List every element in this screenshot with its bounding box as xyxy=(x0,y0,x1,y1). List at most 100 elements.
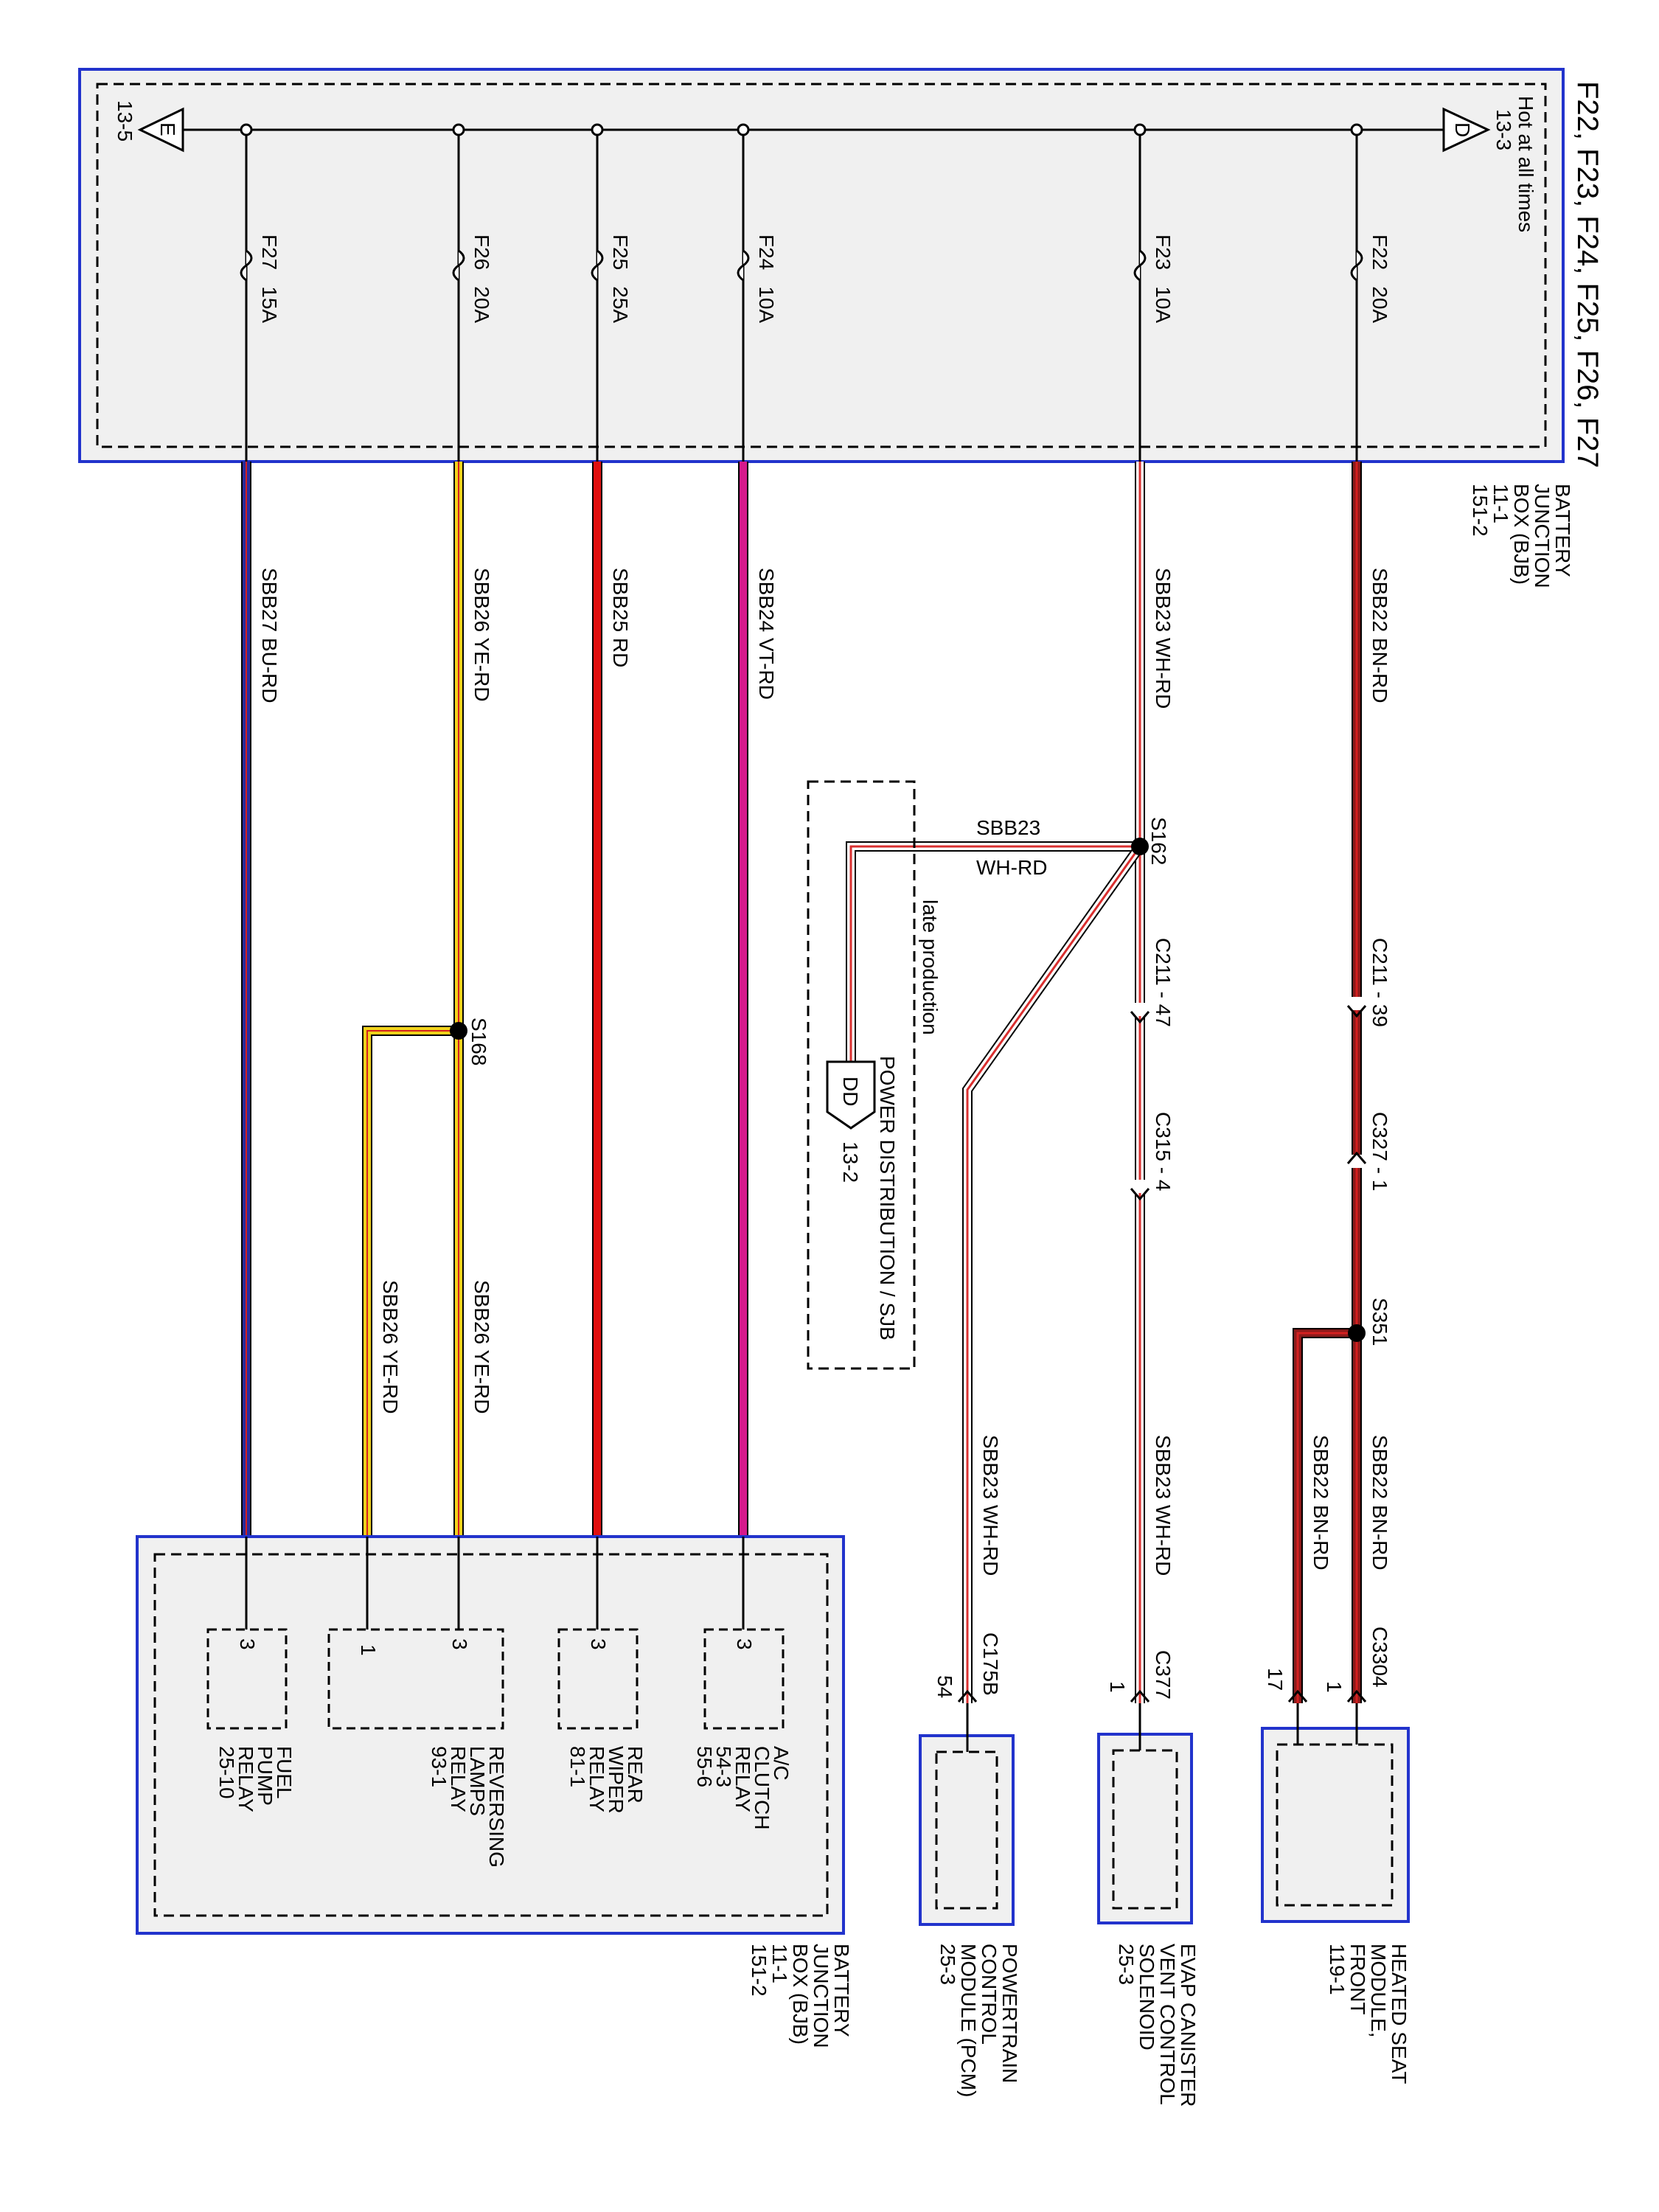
tri-e-label: E xyxy=(156,122,179,136)
relay-reversing-name: REVERSING LAMPS RELAY 93-1 xyxy=(428,1746,508,1868)
splice-s168: S168 xyxy=(467,1018,490,1065)
svg-text:RELAY: RELAY xyxy=(234,1746,257,1812)
wire-sbb23 xyxy=(846,462,1149,1703)
svg-text:HEATED SEAT: HEATED SEAT xyxy=(1388,1944,1411,2084)
svg-text:54-3: 54-3 xyxy=(712,1746,735,1787)
wire-label-sbb22-a: SBB22 BN-RD xyxy=(1368,1435,1391,1571)
bjb-bottom-name: BATTERY JUNCTION BOX (BJB) 11-1 151-2 xyxy=(748,1944,853,2048)
fuse-f23-label: F2310A xyxy=(1152,234,1175,323)
wire-label-sbb23-branch-code: SBB23 xyxy=(976,816,1040,839)
svg-text:REVERSING: REVERSING xyxy=(485,1746,508,1868)
fuse-columns xyxy=(240,123,1363,462)
connector-chevrons xyxy=(957,1005,1367,1703)
relay-fuel-pump-name: FUEL PUMP RELAY 25-10 xyxy=(215,1746,296,1812)
wire-label-sbb23-top: SBB23 WH-RD xyxy=(1152,568,1175,709)
wire-label-sbb26-top: SBB26 YE-RD xyxy=(470,568,493,702)
evap-solenoid-name: EVAP CANISTER VENT CONTROL SOLENOID 25-3 xyxy=(1115,1944,1200,2107)
svg-text:CLUTCH: CLUTCH xyxy=(751,1746,773,1830)
svg-text:LAMPS: LAMPS xyxy=(466,1746,489,1816)
svg-text:CONTROL: CONTROL xyxy=(978,1944,1001,2045)
heated-seat-module xyxy=(1261,1703,1410,1923)
fuse-f24-label: F2410A xyxy=(755,234,778,323)
svg-text:151-2: 151-2 xyxy=(748,1944,771,1997)
svg-text:SOLENOID: SOLENOID xyxy=(1135,1944,1158,2051)
connector-c211-39: C211 - 39 xyxy=(1368,938,1391,1027)
fuse-f27-label: F2715A xyxy=(258,234,281,323)
svg-text:151-2: 151-2 xyxy=(1469,484,1492,537)
svg-text:POWERTRAIN: POWERTRAIN xyxy=(998,1944,1021,2083)
wire-label-sbb23-d: SBB23 WH-RD xyxy=(979,1435,1002,1576)
wire-label-sbb23-c: SBB23 WH-RD xyxy=(1152,1435,1175,1576)
evap-solenoid-module xyxy=(1097,1703,1193,1924)
late-production-box xyxy=(807,780,916,1370)
pin-rear-wiper: 3 xyxy=(587,1638,610,1650)
svg-text:FRONT: FRONT xyxy=(1346,1944,1369,2014)
wire-label-sbb23-branch-color: WH-RD xyxy=(976,856,1047,879)
svg-text:MODULE (PCM): MODULE (PCM) xyxy=(957,1944,980,2097)
wire-label-sbb22-b: SBB22 BN-RD xyxy=(1310,1435,1332,1571)
wire-label-sbb26-b: SBB26 YE-RD xyxy=(379,1280,402,1414)
dd-label: DD xyxy=(839,1077,862,1106)
bjb-bottom-inner xyxy=(153,1553,829,1917)
power-distribution-sjb: POWER DISTRIBUTION / SJB xyxy=(876,1056,899,1340)
svg-text:JUNCTION: JUNCTION xyxy=(1531,484,1554,588)
svg-text:RELAY: RELAY xyxy=(731,1746,754,1812)
splice-s162: S162 xyxy=(1147,817,1170,865)
fuse-f26-label: F2620A xyxy=(470,234,493,323)
svg-text:FUEL: FUEL xyxy=(273,1746,296,1799)
svg-text:55-6: 55-6 xyxy=(693,1746,716,1787)
connector-c3304: C3304 xyxy=(1368,1627,1391,1688)
connector-c327-1: C327 - 1 xyxy=(1368,1112,1391,1191)
tri-d-label: D xyxy=(1451,122,1474,137)
wire-label-sbb27: SBB27 BU-RD xyxy=(258,568,281,703)
bjb-top-box xyxy=(78,68,1565,463)
hot-label: Hot at all times xyxy=(1514,96,1537,232)
svg-text:PUMP: PUMP xyxy=(254,1746,276,1806)
pcm-name: POWERTRAIN CONTROL MODULE (PCM) 25-3 xyxy=(936,1944,1021,2097)
relay-ac-name: A/C CLUTCH RELAY 54-3 55-6 xyxy=(693,1746,793,1830)
diagram-title: F22, F23, F24, F25, F26, F27 xyxy=(1571,81,1604,468)
dd-connector-shape xyxy=(826,1060,876,1130)
fuse-f25-label: F2525A xyxy=(609,234,632,323)
relay-ac-clutch xyxy=(703,1537,785,1730)
svg-text:11-1: 11-1 xyxy=(1489,484,1512,524)
ground-d-triangle xyxy=(1442,107,1491,153)
ground-e-triangle xyxy=(137,107,184,153)
svg-text:RELAY: RELAY xyxy=(585,1746,608,1812)
pin-17-heated: 17 xyxy=(1264,1668,1287,1691)
bjb-bottom-box xyxy=(136,1535,845,1935)
connector-c175b: C175B xyxy=(979,1632,1002,1696)
wire-sbb22 xyxy=(1293,462,1366,1703)
pin-reversing-1: 1 xyxy=(357,1644,380,1656)
ref-13-3: 13-3 xyxy=(1492,109,1515,150)
svg-text:BATTERY: BATTERY xyxy=(830,1944,853,2037)
relay-reversing-lamps xyxy=(327,1537,504,1730)
wire-label-sbb24: SBB24 VT-RD xyxy=(755,568,778,700)
svg-text:25-3: 25-3 xyxy=(1115,1944,1138,1985)
pin-54-pcm: 54 xyxy=(933,1675,956,1698)
bjb-top-name: BATTERY JUNCTION BOX (BJB) 11-1 151-2 xyxy=(1469,484,1574,588)
svg-text:25-3: 25-3 xyxy=(936,1944,959,1985)
svg-text:VENT CONTROL: VENT CONTROL xyxy=(1156,1944,1179,2105)
svg-text:A/C: A/C xyxy=(770,1746,793,1781)
bjb-top-inner xyxy=(96,83,1547,448)
svg-text:25-10: 25-10 xyxy=(215,1746,238,1799)
svg-text:JUNCTION: JUNCTION xyxy=(810,1944,832,2048)
svg-text:REAR: REAR xyxy=(624,1746,647,1804)
splice-s351: S351 xyxy=(1368,1298,1391,1346)
svg-text:BOX (BJB): BOX (BJB) xyxy=(789,1944,812,2045)
svg-text:BOX (BJB): BOX (BJB) xyxy=(1510,484,1533,585)
late-production-label: late production xyxy=(919,900,942,1035)
dd-ref: 13-2 xyxy=(839,1141,862,1183)
wire-sbb26 xyxy=(362,462,467,1537)
wire-label-sbb25: SBB25 RD xyxy=(609,568,632,667)
connector-c377: C377 xyxy=(1152,1650,1175,1700)
connector-c211-47: C211 - 47 xyxy=(1152,938,1175,1027)
svg-text:BATTERY: BATTERY xyxy=(1551,484,1574,577)
svg-text:11-1: 11-1 xyxy=(768,1944,791,1983)
relay-fuel-pump xyxy=(206,1537,288,1730)
svg-text:93-1: 93-1 xyxy=(428,1746,451,1787)
pin-fuel-pump: 3 xyxy=(236,1638,259,1650)
pcm-module xyxy=(919,1703,1015,1926)
